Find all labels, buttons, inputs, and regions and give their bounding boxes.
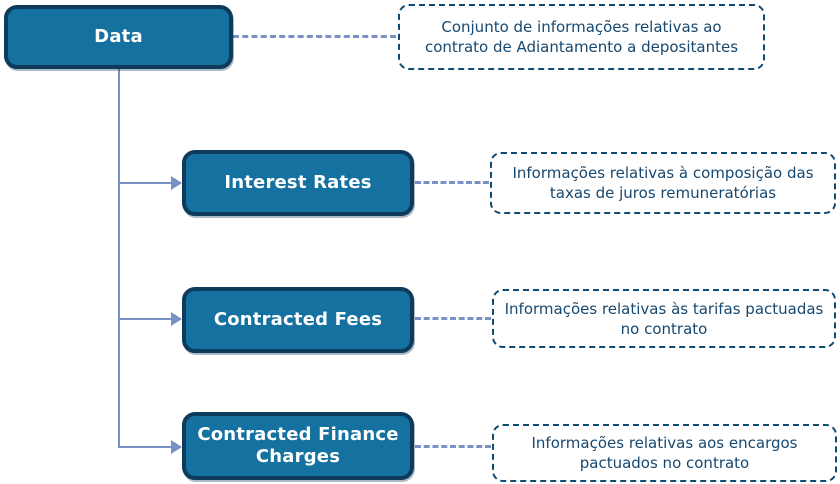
dashed-connector-contracted-fees-annotation: [415, 317, 491, 320]
node-contracted-fees-label: Contracted Fees: [213, 309, 383, 330]
annotation-contracted-finance-charges-text: Informações relativas aos encargos pactu…: [531, 434, 798, 472]
node-contracted-fees: Contracted Fees: [182, 287, 414, 353]
node-interest-rates-label: Interest Rates: [224, 172, 372, 193]
branch-line-contracted-fees: [119, 318, 172, 320]
arrow-right-icon: [171, 176, 182, 190]
annotation-interest-rates-text: Informações relativas à composição das t…: [512, 164, 814, 202]
node-data-label: Data: [94, 26, 143, 47]
annotation-data: Conjunto de informações relativas ao con…: [398, 4, 765, 70]
arrow-right-icon: [171, 440, 182, 454]
dashed-connector-interest-rates-annotation: [415, 181, 489, 184]
annotation-contracted-finance-charges: Informações relativas aos encargos pactu…: [492, 424, 837, 482]
dashed-connector-contracted-finance-charges-annotation: [415, 445, 491, 448]
tree-vertical-connector: [118, 69, 120, 448]
branch-line-interest-rates: [119, 182, 172, 184]
node-contracted-finance-charges: Contracted Finance Charges: [182, 412, 414, 480]
arrow-right-icon: [171, 312, 182, 326]
dashed-connector-data-annotation: [233, 35, 396, 38]
node-contracted-finance-charges-label: Contracted Finance Charges: [197, 424, 399, 467]
annotation-interest-rates: Informações relativas à composição das t…: [490, 152, 836, 214]
annotation-contracted-fees: Informações relativas às tarifas pactuad…: [492, 289, 836, 348]
annotation-data-text: Conjunto de informações relativas ao con…: [424, 18, 739, 56]
branch-line-contracted-finance-charges: [119, 446, 172, 448]
node-data: Data: [4, 5, 233, 69]
annotation-contracted-fees-text: Informações relativas às tarifas pactuad…: [504, 299, 824, 338]
node-interest-rates: Interest Rates: [182, 150, 414, 216]
